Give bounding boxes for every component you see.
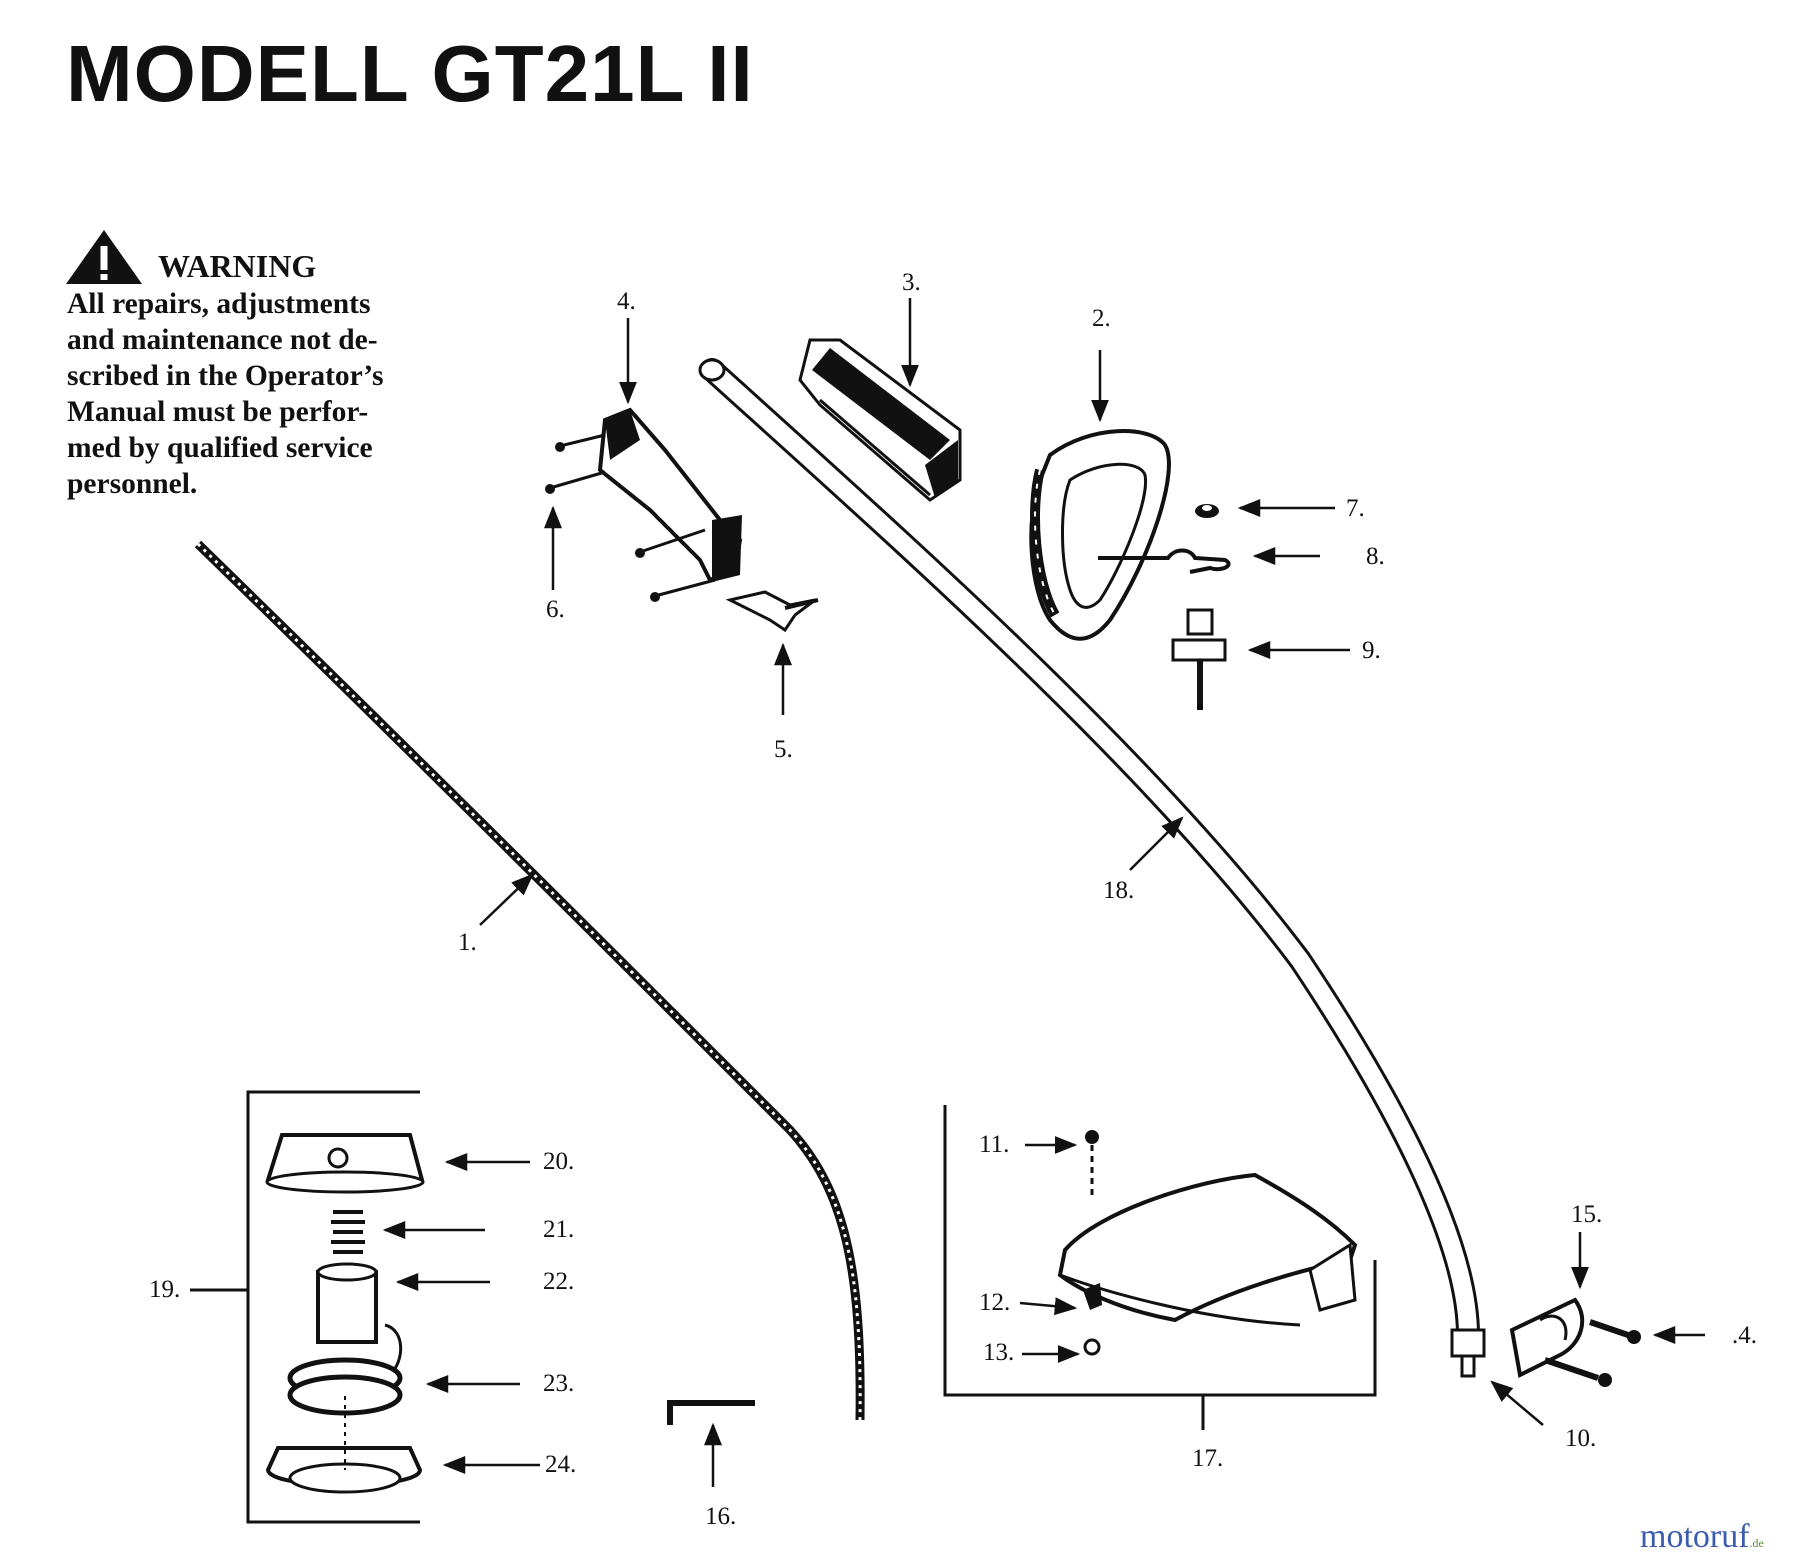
callout-1: 1. — [458, 929, 477, 956]
part-7-nut — [1195, 504, 1219, 518]
callout-4: 4. — [617, 288, 636, 315]
part-4-front-grip — [597, 407, 743, 583]
callout-14: .4. — [1732, 1322, 1757, 1349]
part-1-drive-cable — [194, 540, 865, 1421]
callout-22: 22. — [543, 1268, 575, 1295]
part-2-loop-handle — [1029, 429, 1171, 641]
warning-line: scribed in the Operator’s — [67, 360, 384, 392]
callout-16: 16. — [705, 1503, 737, 1530]
callout-24: 24. — [545, 1451, 577, 1478]
warning-line: med by qualified service — [67, 432, 373, 464]
callout-7: 7. — [1346, 495, 1365, 522]
part-14-bolts — [1544, 1319, 1641, 1387]
callout-12: 12. — [979, 1289, 1011, 1316]
callout-13: 13. — [983, 1339, 1015, 1366]
callout-9: 9. — [1362, 637, 1381, 664]
warning-triangle-icon — [66, 230, 142, 284]
part-19-trimmer-head — [190, 1090, 425, 1524]
callout-17: 17. — [1192, 1445, 1224, 1472]
warning-line: personnel. — [67, 468, 198, 500]
part-3-handle-bracket — [798, 338, 962, 502]
warning-line: and maintenance not de- — [67, 324, 378, 356]
callout-3: 3. — [902, 269, 921, 296]
part-17-guard — [943, 1105, 1377, 1430]
callout-19: 19. — [149, 1276, 181, 1303]
watermark-brand: motoruf — [1640, 1518, 1750, 1555]
part-18-shaft-tube — [698, 358, 1486, 1378]
watermark-logo: motoruf.de — [1640, 1520, 1764, 1554]
warning-heading: WARNING — [158, 248, 317, 284]
callout-15: 15. — [1571, 1201, 1603, 1228]
part-16-hex-key — [667, 1400, 755, 1425]
callout-10: 10. — [1565, 1425, 1597, 1452]
warning-line: All repairs, adjustments — [67, 288, 371, 320]
callout-6: 6. — [546, 596, 565, 623]
callout-5: 5. — [774, 736, 793, 763]
part-8-clip — [1098, 548, 1231, 574]
part-9-bolt — [1171, 608, 1227, 710]
warning-text: All repairs, adjustments and maintenance… — [67, 286, 427, 502]
watermark-suffix: .de — [1749, 1536, 1764, 1550]
callout-8: 8. — [1366, 543, 1385, 570]
part-15-clamp — [1509, 1297, 1585, 1378]
callout-leaders — [382, 298, 1705, 1487]
part-6-screws — [545, 433, 716, 602]
warning-line: Manual must be perfor- — [67, 396, 369, 428]
page-title: MODELL GT21L II — [66, 29, 754, 118]
callout-11: 11. — [979, 1131, 1010, 1158]
callout-20: 20. — [543, 1148, 575, 1175]
callout-23: 23. — [543, 1370, 575, 1397]
callout-2: 2. — [1092, 305, 1111, 332]
callout-18: 18. — [1103, 877, 1135, 904]
part-5-throttle-lever — [725, 590, 819, 633]
callout-21: 21. — [543, 1216, 575, 1243]
